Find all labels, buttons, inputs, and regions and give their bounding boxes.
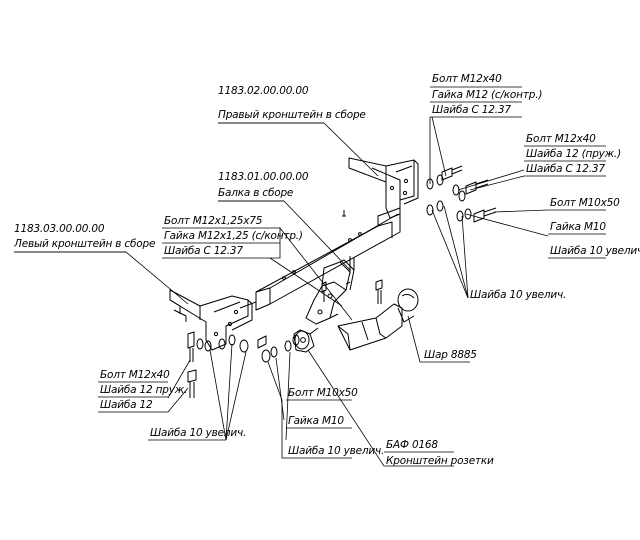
left-lower-washer-label: Шайба 10 увелич. bbox=[150, 427, 247, 439]
main-beam bbox=[239, 207, 401, 311]
top-washer-label: Шайба С 12.37 bbox=[432, 104, 511, 116]
left-bracket bbox=[169, 289, 253, 351]
center-nut-label: Гайка М12х1,25 (с/контр.) bbox=[164, 230, 303, 242]
socket-code-label: БАФ 0168 bbox=[386, 439, 438, 451]
top-bolt-label: Болт М12х40 bbox=[432, 73, 502, 85]
socket-nut-label: Гайка М10 bbox=[288, 415, 344, 427]
right-washer-label: Шайба 10 увелич. bbox=[550, 245, 640, 257]
left-washer-label: Шайба 12 bbox=[100, 399, 153, 411]
left-bracket-name: Левый кронштейн в сборе bbox=[14, 238, 156, 250]
vertical-bolts bbox=[321, 210, 383, 304]
right-bracket-code: 1183.02.00.00.00 bbox=[218, 85, 309, 97]
beam-code: 1183.01.00.00.00 bbox=[218, 171, 309, 183]
left-spring-washer-label: Шайба 12 пруж. bbox=[100, 384, 188, 396]
ball-label: Шар 8885 bbox=[424, 349, 477, 361]
center-washer-label: Шайба С 12.37 bbox=[164, 245, 243, 257]
label-underlines bbox=[14, 86, 606, 453]
ball-mount bbox=[305, 256, 355, 325]
center-bolt-label: Болт М12х1,25х75 bbox=[164, 215, 263, 227]
right-nut-label: Гайка М10 bbox=[550, 221, 606, 233]
top-fasteners bbox=[426, 165, 497, 223]
mid-washer-label: Шайба С 12.37 bbox=[526, 163, 605, 175]
socket-bracket bbox=[293, 327, 319, 353]
beam-name: Балка в сборе bbox=[218, 187, 294, 199]
mid-spring-washer-label: Шайба 12 (пруж.) bbox=[526, 148, 621, 160]
tow-ball bbox=[337, 288, 419, 351]
right-bracket bbox=[348, 157, 419, 219]
right-lower-washer-label: Шайба 10 увелич. bbox=[470, 289, 567, 301]
top-nut-label: Гайка М12 (с/контр.) bbox=[432, 89, 543, 101]
left-fasteners bbox=[187, 331, 300, 398]
right-bracket-name: Правый кронштейн в сборе bbox=[218, 109, 366, 121]
socket-name-label: Кронштейн розетки bbox=[386, 455, 494, 467]
right-bolt-label: Болт М10х50 bbox=[550, 197, 620, 209]
mid-bolt-label: Болт М12х40 bbox=[526, 133, 596, 145]
left-bracket-code: 1183.03.00.00.00 bbox=[14, 223, 105, 235]
socket-washer-label: Шайба 10 увелич. bbox=[288, 445, 385, 457]
left-bolt-label: Болт М12х40 bbox=[100, 369, 170, 381]
socket-bolt-label: Болт М10х50 bbox=[288, 387, 358, 399]
